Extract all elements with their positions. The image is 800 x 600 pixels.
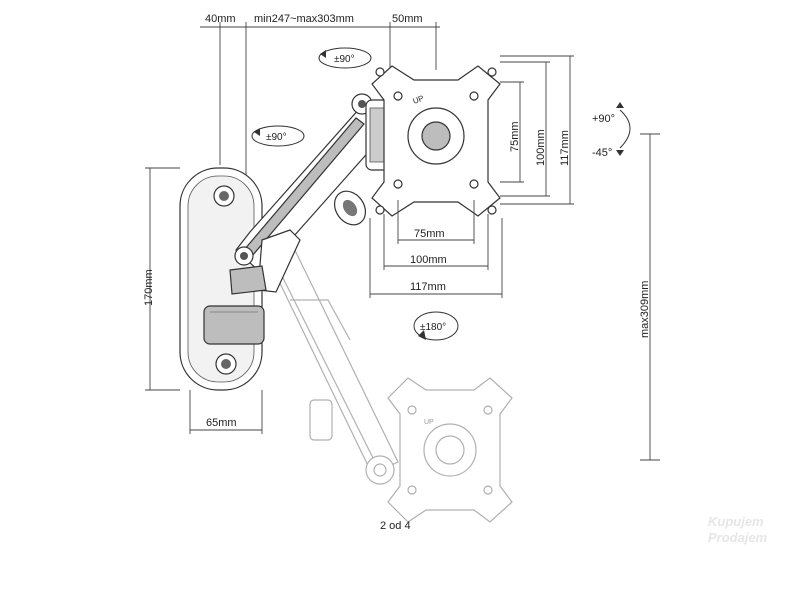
wall-plate — [179, 167, 265, 391]
dim-label-vesa-75-h: 75mm — [414, 228, 445, 240]
tilt-icon — [616, 102, 631, 156]
max-height-dimension — [640, 133, 660, 461]
vesa-horizontal-dimensions — [369, 200, 503, 298]
dim-label-65mm: 65mm — [206, 417, 237, 429]
watermark-logo: Kupujem Prodajem — [708, 514, 768, 545]
tilt-label-down: -45° — [592, 147, 612, 159]
ghost-plate-up-label: UP — [424, 419, 434, 426]
rotation-label-swivel-top: ±90° — [334, 54, 355, 65]
dim-label-40mm: 40mm — [205, 13, 236, 25]
wall-height-dimension — [145, 167, 180, 391]
rotate-180-icon — [413, 311, 459, 341]
svg-text:Kupujem: Kupujem — [708, 514, 764, 529]
dim-label-max-height: max309mm — [639, 281, 651, 338]
dim-label-vesa-117-v: 117mm — [559, 130, 571, 166]
vesa-plate — [371, 65, 501, 217]
main-arm — [229, 93, 389, 295]
swivel-arm-rotation-icon — [251, 125, 305, 147]
ghost-lower-arm — [261, 239, 399, 485]
dim-label-vesa-75-v: 75mm — [509, 121, 521, 152]
top-dimension-lines — [200, 22, 440, 230]
rotation-label-180: ±180° — [420, 322, 446, 333]
ghost-vesa-plate — [387, 377, 513, 523]
dim-label-50mm: 50mm — [392, 13, 423, 25]
svg-text:Prodajem: Prodajem — [708, 530, 768, 545]
tilt-label-up: +90° — [592, 113, 615, 125]
dim-label-arm-length: min247~max303mm — [254, 13, 354, 25]
vesa-vertical-dimensions — [500, 55, 574, 205]
swivel-top-rotation-icon — [318, 47, 372, 69]
plate-up-label: UP — [412, 94, 426, 106]
dim-label-vesa-117-h: 117mm — [410, 281, 446, 293]
dim-label-vesa-100-v: 100mm — [535, 129, 547, 166]
dim-label-170mm: 170mm — [143, 269, 155, 306]
tilt-head — [365, 99, 389, 171]
page-indicator: 2 od 4 — [380, 520, 411, 532]
wall-depth-dimension — [189, 390, 263, 434]
rotation-label-swivel-arm: ±90° — [266, 132, 287, 143]
dim-label-vesa-100-h: 100mm — [410, 254, 447, 266]
